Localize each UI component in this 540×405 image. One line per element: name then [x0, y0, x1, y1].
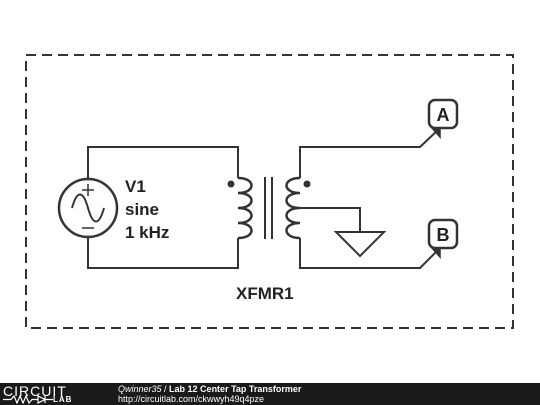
secondary-bottom-wire: [299, 238, 441, 269]
secondary-dot: [303, 180, 311, 188]
logo-text-circuit: CIRCUIT: [3, 383, 67, 399]
transformer[interactable]: [227, 176, 311, 240]
voltage-source[interactable]: [57, 177, 119, 239]
primary-coil: [237, 176, 253, 240]
author-link[interactable]: Qwinner35: [118, 384, 162, 394]
plus-sign-icon: [82, 184, 94, 196]
center-tap-wire: [300, 207, 361, 232]
schematic: V1 sine 1 kHz XFMR1 A B: [25, 54, 514, 329]
sine-wave-icon: [71, 193, 105, 223]
ground-icon: [333, 231, 387, 258]
transformer-core: [264, 177, 273, 239]
logo-text-lab: LAB: [53, 395, 73, 404]
source-frequency: 1 kHz: [125, 223, 169, 242]
primary-wire: [87, 146, 239, 269]
circuit-title: Lab 12 Center Tap Transformer: [169, 384, 302, 394]
source-circle: [57, 177, 119, 239]
transformer-name: XFMR1: [236, 284, 294, 303]
resistor-logo-icon: [3, 395, 53, 404]
secondary-top-wire: [299, 127, 441, 178]
caption: Qwinner35 / Lab 12 Center Tap Transforme…: [118, 384, 301, 404]
secondary-coil: [285, 176, 301, 240]
port-a-label: A: [437, 105, 450, 125]
port-b[interactable]: B: [427, 218, 459, 259]
port-b-box: [427, 218, 459, 250]
port-a-box: [427, 98, 459, 130]
circuit-url-link[interactable]: http://circuitlab.com/ckwwyh49q4pze: [118, 394, 265, 404]
caption-separator: /: [161, 384, 170, 394]
circuitlab-logo[interactable]: CIRCUIT LAB: [3, 383, 95, 404]
primary-dot: [227, 180, 235, 188]
footer-bar: CIRCUIT LAB Qwinner35 / Lab 12 Center Ta…: [0, 383, 540, 405]
source-name: V1: [125, 177, 146, 196]
port-a[interactable]: A: [427, 98, 459, 139]
enclosure-border: [25, 54, 514, 329]
source-waveform: sine: [125, 200, 159, 219]
port-b-label: B: [437, 225, 450, 245]
